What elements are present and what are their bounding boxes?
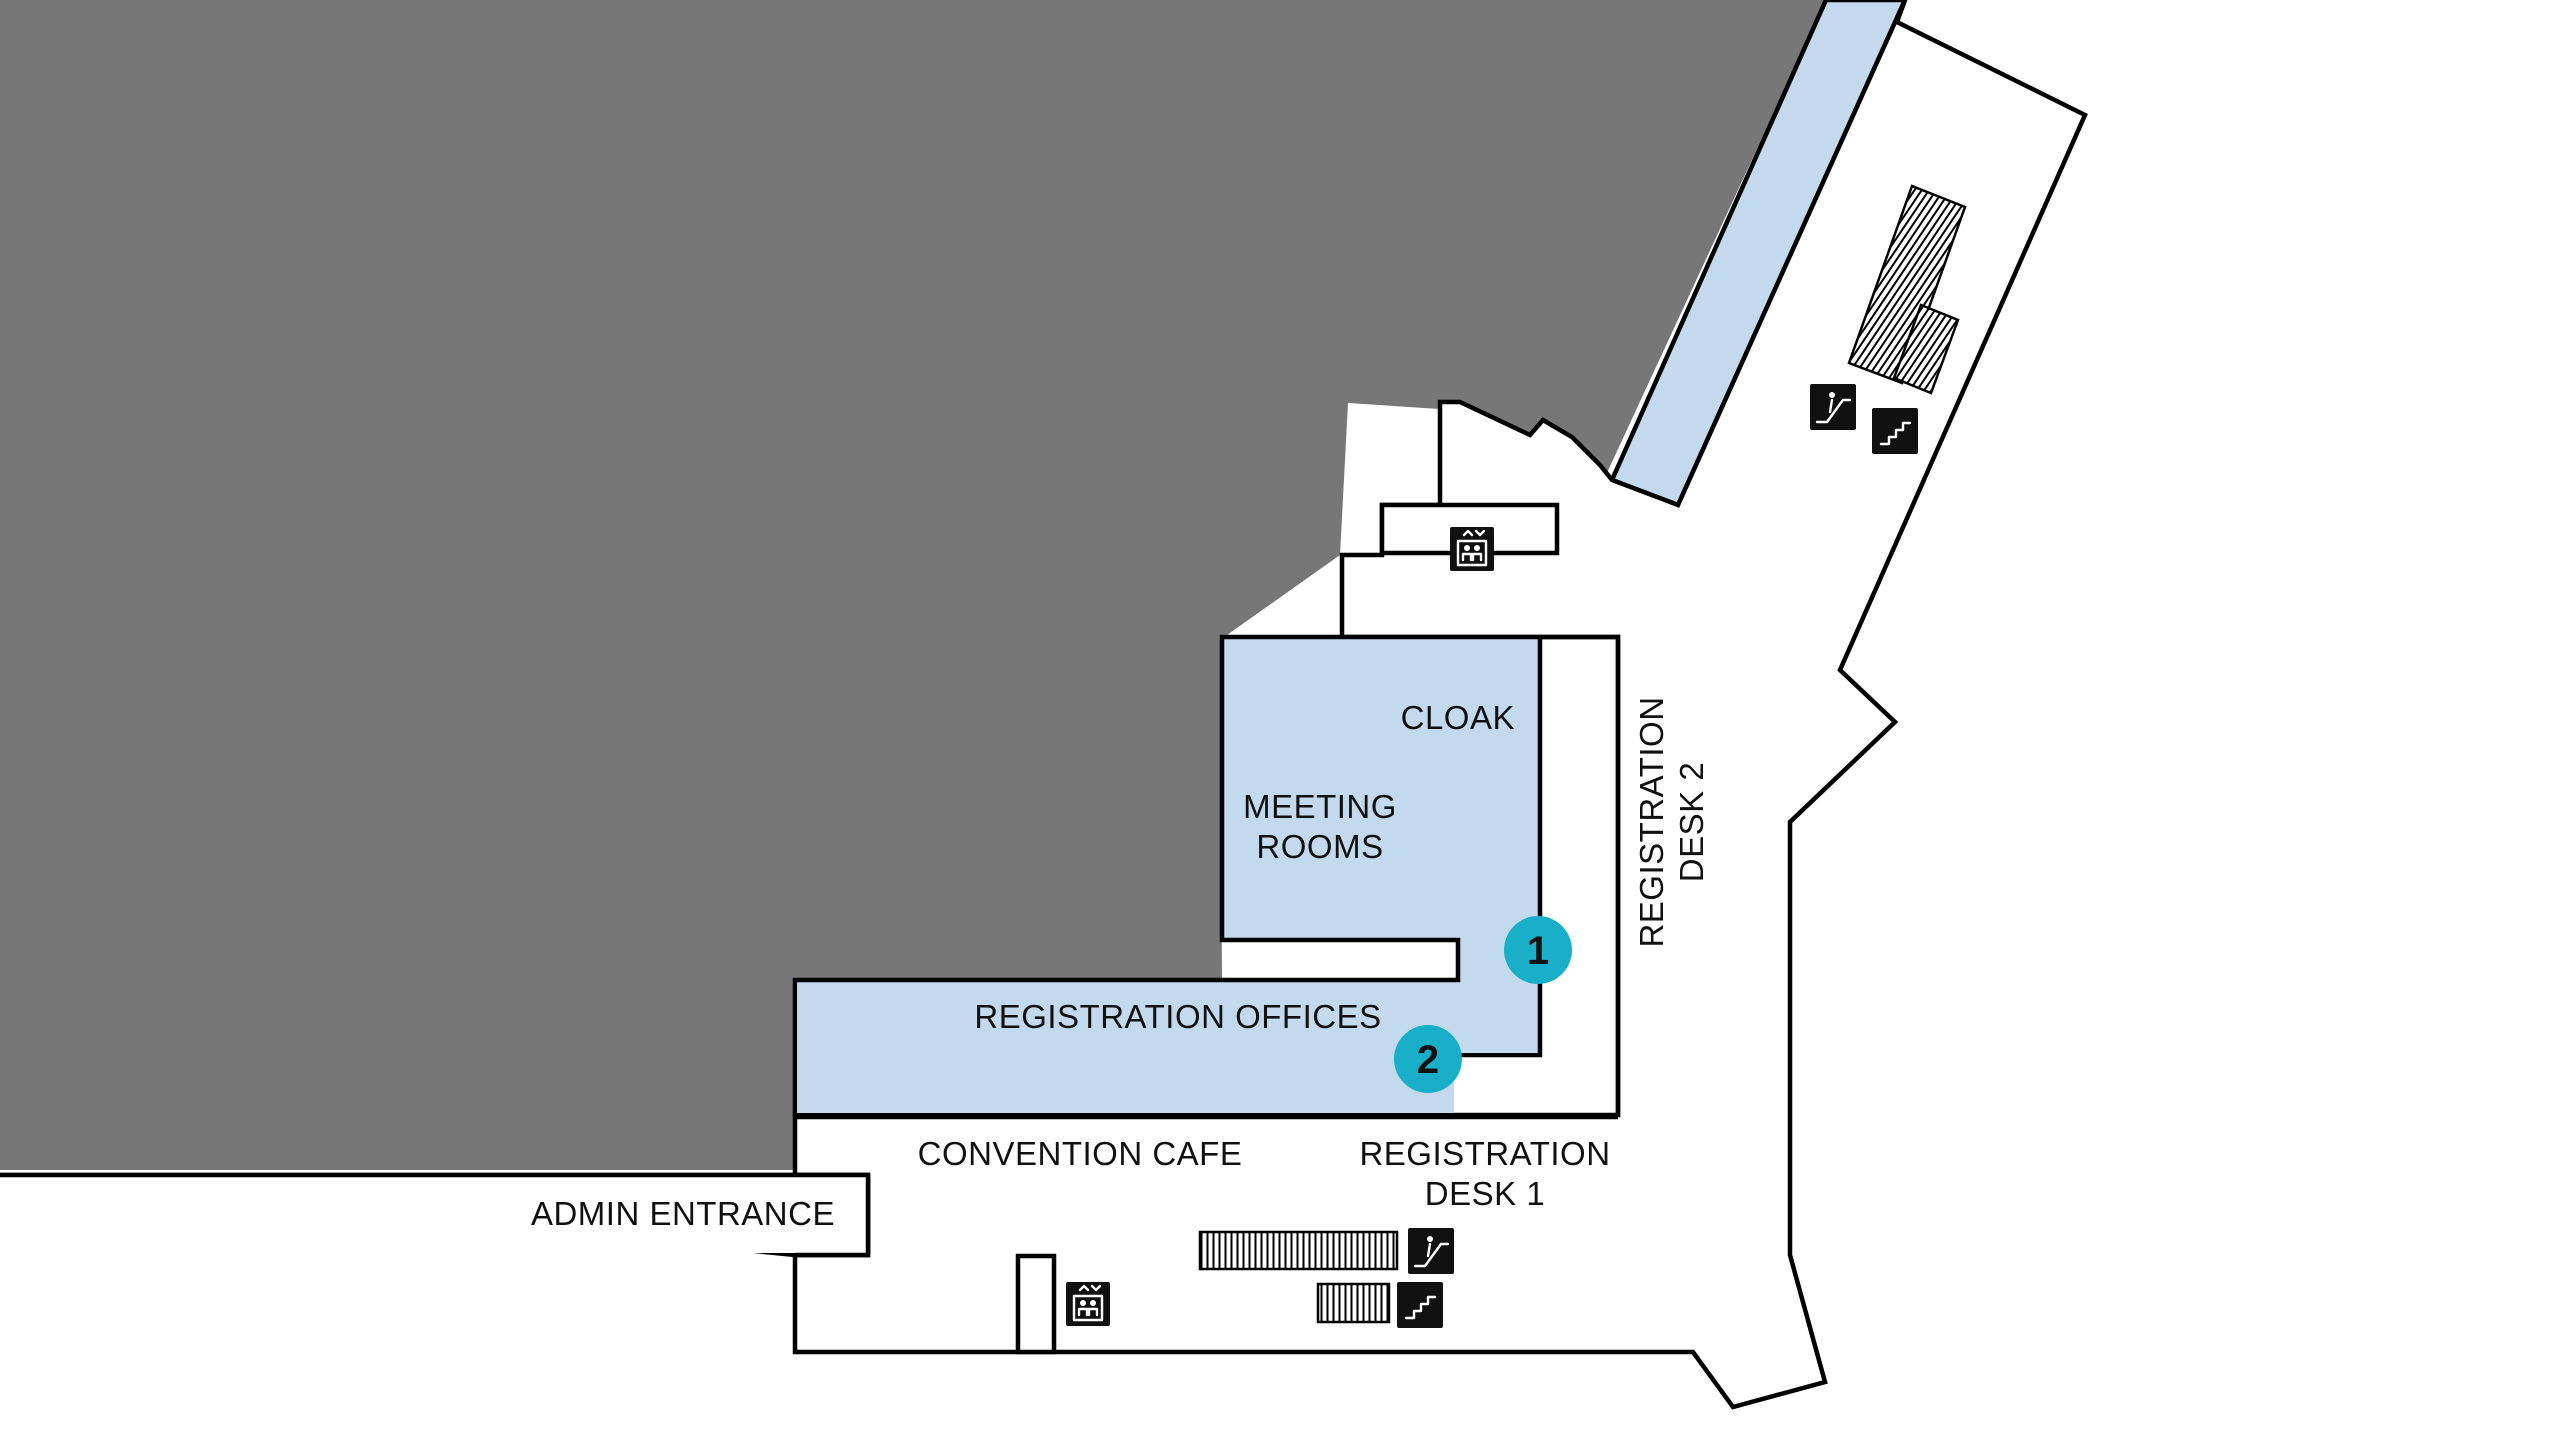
marker-1[interactable]: 1 [1504, 916, 1572, 984]
registration-desk-1-label-line2: DESK 1 [1425, 1175, 1545, 1212]
registration-offices-label: REGISTRATION OFFICES [974, 998, 1381, 1035]
marker-2[interactable]: 2 [1394, 1025, 1462, 1093]
escalator-icon [1810, 384, 1856, 430]
marker-2-number: 2 [1417, 1038, 1439, 1082]
admin-entrance-label: ADMIN ENTRANCE [531, 1195, 835, 1232]
escalator-icon [1408, 1228, 1454, 1274]
meeting-rooms-label-line1: MEETING [1243, 788, 1397, 825]
marker-1-number: 1 [1527, 929, 1549, 973]
registration-desk-2-label-line1: REGISTRATION [1633, 696, 1670, 947]
stairs-icon [1872, 408, 1918, 454]
cloak-label: CLOAK [1401, 699, 1515, 736]
meeting-rooms-label-line2: ROOMS [1256, 828, 1383, 865]
registration-desk-2-label-line2: DESK 2 [1673, 762, 1710, 882]
escalator-bottom [1198, 1230, 1399, 1271]
registration-desk-1-label-line1: REGISTRATION [1359, 1135, 1610, 1172]
stairs-icon [1397, 1282, 1443, 1328]
elevator-icon [1066, 1282, 1110, 1326]
stairs-bottom [1316, 1282, 1391, 1324]
escalator-top [1847, 184, 1967, 385]
convention-cafe-label: CONVENTION CAFE [918, 1135, 1243, 1172]
exterior-block [0, 0, 1826, 1170]
stairs-top [1892, 303, 1960, 395]
pillar [1015, 1253, 1057, 1355]
elevator-icon [1450, 527, 1494, 571]
